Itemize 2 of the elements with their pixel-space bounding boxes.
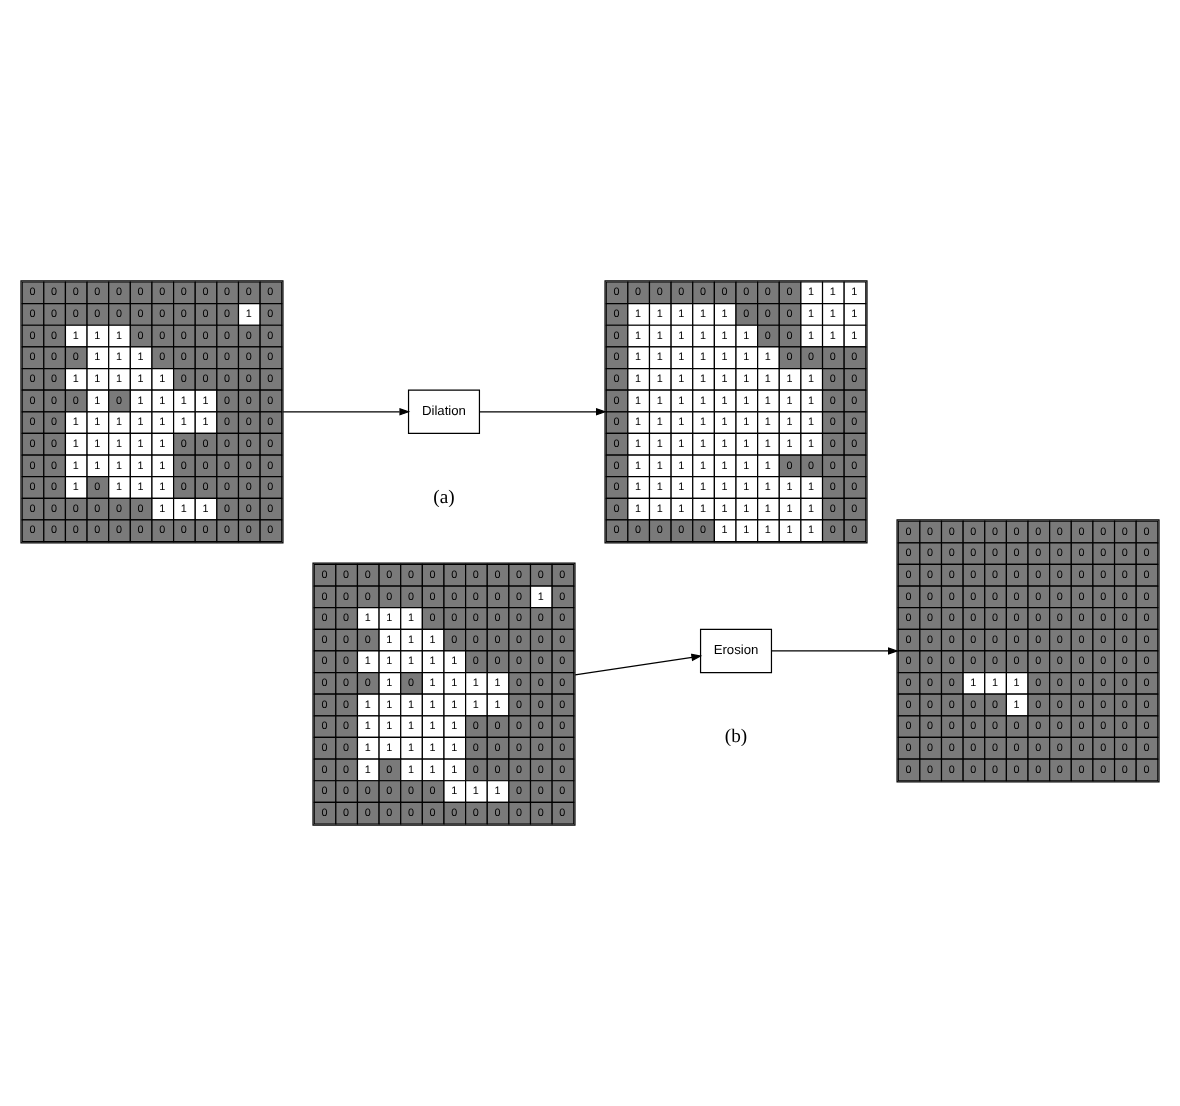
label: (b) — [724, 726, 748, 749]
label: (a) — [433, 486, 455, 509]
